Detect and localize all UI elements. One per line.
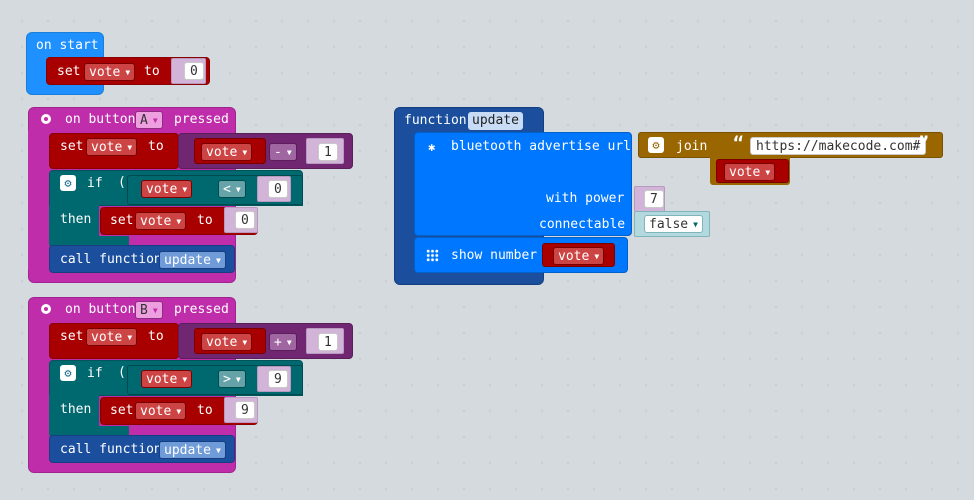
function-dropdown[interactable]: update▼	[159, 251, 226, 269]
gear-icon[interactable]: ⚙	[60, 175, 76, 191]
number-input[interactable]: 1	[318, 143, 338, 161]
variable-dropdown[interactable]: vote▼	[201, 143, 253, 161]
to-label: to	[148, 139, 164, 154]
set-label: set	[110, 403, 134, 418]
then-label: then	[60, 402, 92, 417]
bluetooth-advertise-block[interactable]	[414, 132, 632, 236]
set-label: set	[110, 213, 134, 228]
number-input[interactable]: 0	[268, 180, 288, 198]
number-input[interactable]: 9	[268, 370, 288, 388]
variable-dropdown[interactable]: vote▼	[84, 63, 136, 81]
bluetooth-icon: ✱	[428, 140, 436, 154]
number-input[interactable]: 9	[235, 401, 255, 419]
condition-bracket: (	[118, 175, 126, 190]
comparison-dropdown[interactable]: >▼	[218, 370, 246, 388]
on-start-label: on start	[36, 38, 99, 53]
variable-dropdown[interactable]: vote▼	[86, 328, 138, 346]
comparison-dropdown[interactable]: <▼	[218, 180, 246, 198]
quote-open-icon: “	[733, 133, 744, 154]
gear-icon[interactable]: ⚙	[648, 137, 664, 153]
variable-dropdown[interactable]: vote▼	[724, 163, 776, 181]
call-function-label: call function	[60, 252, 162, 267]
pressed-label: pressed	[174, 302, 229, 317]
connectable-dropdown[interactable]: false▼	[644, 215, 703, 233]
variable-dropdown[interactable]: vote▼	[135, 212, 187, 230]
variable-dropdown[interactable]: vote▼	[553, 247, 605, 265]
operator-dropdown[interactable]: +▼	[269, 333, 297, 351]
set-label: set	[60, 329, 84, 344]
gear-icon[interactable]: ⚙	[60, 365, 76, 381]
to-label: to	[144, 64, 160, 79]
text-input[interactable]: https://makecode.com#	[750, 137, 927, 155]
with-power-label: with power	[546, 191, 625, 206]
set-label: set	[60, 139, 84, 154]
on-button-label: on button	[65, 112, 136, 127]
button-dropdown[interactable]: A▼	[135, 111, 163, 129]
variable-dropdown[interactable]: vote▼	[135, 402, 187, 420]
event-icon	[38, 111, 54, 127]
button-dropdown[interactable]: B▼	[135, 301, 163, 319]
variable-dropdown[interactable]: vote▼	[201, 333, 253, 351]
if-label: if	[87, 176, 103, 191]
operator-dropdown[interactable]: -▼	[269, 143, 297, 161]
number-input[interactable]: 0	[184, 62, 204, 80]
call-function-label: call function	[60, 442, 162, 457]
advertise-label: bluetooth advertise url	[451, 139, 632, 154]
to-label: to	[197, 213, 213, 228]
event-icon	[38, 301, 54, 317]
number-input[interactable]: 0	[235, 211, 255, 229]
variable-dropdown[interactable]: vote▼	[141, 180, 193, 198]
variable-dropdown[interactable]: vote▼	[86, 138, 138, 156]
led-grid-icon	[426, 249, 439, 262]
to-label: to	[148, 329, 164, 344]
on-button-label: on button	[65, 302, 136, 317]
if-label: if	[87, 366, 103, 381]
variable-dropdown[interactable]: vote▼	[141, 370, 193, 388]
set-label: set	[57, 64, 81, 79]
join-label: join	[676, 139, 708, 154]
function-dropdown[interactable]: update▼	[159, 441, 226, 459]
then-label: then	[60, 212, 92, 227]
power-input[interactable]: 7	[644, 190, 664, 208]
quote-close-icon: ”	[918, 133, 929, 154]
show-number-label: show number	[451, 248, 538, 263]
connectable-label: connectable	[539, 217, 626, 232]
pressed-label: pressed	[174, 112, 229, 127]
to-label: to	[197, 403, 213, 418]
function-name-field[interactable]: update	[468, 112, 523, 130]
condition-bracket: (	[118, 365, 126, 380]
number-input[interactable]: 1	[318, 333, 338, 351]
function-label: function	[404, 113, 467, 128]
